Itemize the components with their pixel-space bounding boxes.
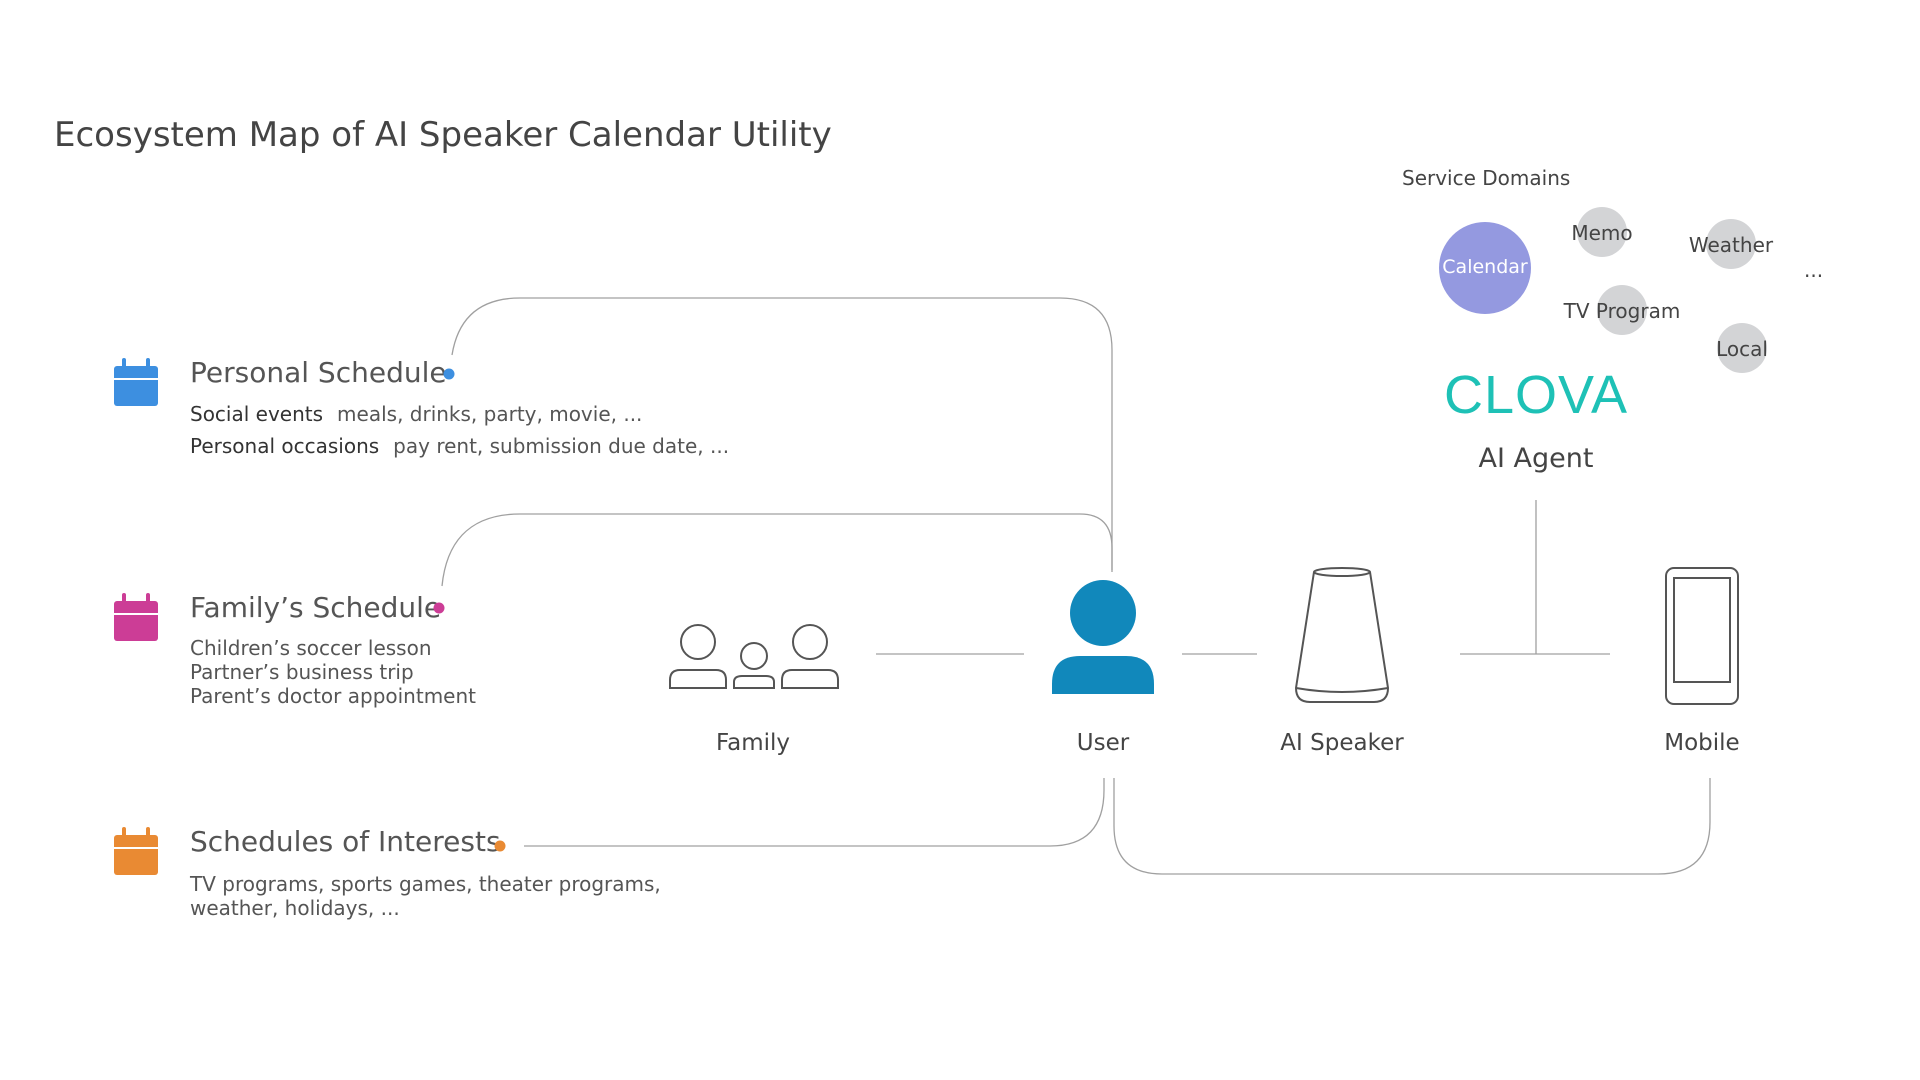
local-domain-label: Local [1716,337,1768,361]
interests-item-programs: TV programs, sports games, theater progr… [190,872,661,896]
personal-schedule-dot [443,368,455,380]
mobile-icon [1665,567,1739,705]
interests-schedule-title: Schedules of Interests [190,825,501,858]
calendar-bubble [1439,222,1531,314]
personal-to-user-connector [451,297,1113,572]
family-item-business-trip: Partner’s business trip [190,660,414,684]
interests-calendar-icon [114,827,158,875]
family-icon [669,624,839,689]
family-schedule-title: Family’s Schedule [190,591,442,624]
interests-to-user-connector [524,778,1105,847]
tv-program-domain-label: TV Program [1563,299,1681,323]
family-node-label: Family [715,730,790,756]
social-events-text: meals, drinks, party, movie, ... [337,402,643,426]
more-domains-ellipsis: ... [1804,258,1824,282]
memo-domain-label: Memo [1571,221,1633,245]
family-item-doctor: Parent’s doctor appointment [190,684,477,708]
personal-social-events: Social events meals, drinks, party, movie… [190,402,642,426]
personal-schedule-title: Personal Schedule [190,356,447,389]
family-item-soccer: Children’s soccer lesson [190,636,432,660]
personal-occasions: Personal occasions pay rent, submission d… [190,434,729,458]
family-to-user-connector [441,513,1113,587]
calendar-domain-label: Calendar [1442,256,1528,278]
local-bubble [1717,323,1767,373]
user-node-label: User [1076,730,1130,756]
interests-item-weather: weather, holidays, ... [190,896,400,920]
weather-domain-label: Weather [1688,233,1774,257]
ai-speaker-node-label: AI Speaker [1280,730,1404,756]
family-calendar-icon [114,593,158,641]
ai-speaker-icon [1294,567,1390,703]
personal-calendar-icon [114,358,158,406]
user-to-mobile-connector [1113,778,1711,875]
ai-agent-label: AI Agent [1478,443,1594,474]
page-title: Ecosystem Map of AI Speaker Calendar Uti… [54,115,832,155]
family-schedule-dot [433,602,445,614]
mobile-node-label: Mobile [1664,730,1740,756]
personal-occasions-text: pay rent, submission due date, ... [393,434,730,458]
social-events-label: Social events [190,402,324,426]
service-domains-title: Service Domains [1402,166,1571,190]
clova-logo: CLOVA [1443,365,1629,425]
interests-schedule-dot [494,840,506,852]
user-icon [1052,580,1154,694]
personal-occasions-label: Personal occasions [190,434,380,458]
tv-program-bubble [1597,285,1647,335]
memo-bubble [1577,207,1627,257]
weather-bubble [1706,219,1756,269]
